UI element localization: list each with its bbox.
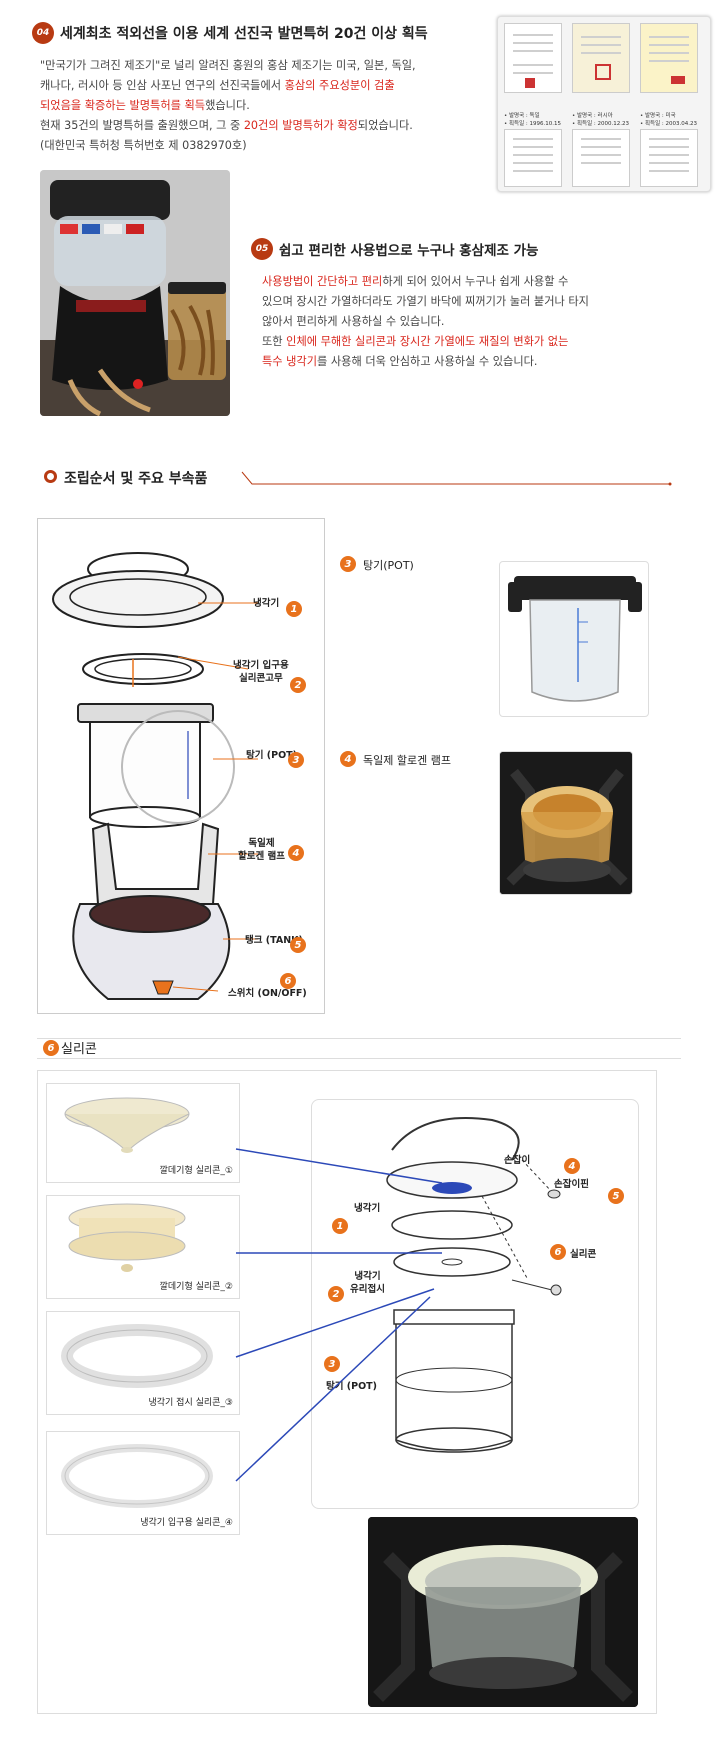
body-text: 있으며 장시간 가열하더라도 가열기 바닥에 찌꺼기가 눌러 붙거나 타지 <box>262 295 589 308</box>
paragraph-line: 있으며 장시간 가열하더라도 가열기 바닥에 찌꺼기가 눌러 붙거나 타지 <box>262 292 589 312</box>
certificate-1 <box>504 23 562 93</box>
pot-photo <box>499 561 649 717</box>
body-text: 하게 되어 있어서 누구나 쉽게 사용할 수 <box>382 275 569 288</box>
highlight-text: 사용방법이 간단하고 편리 <box>262 275 383 288</box>
pot-num: 3 <box>340 556 356 572</box>
exploded-num-5: 5 <box>608 1188 624 1204</box>
lamp-num: 4 <box>340 751 356 767</box>
highlight-text: 홍삼의 주요성분이 검출 <box>284 79 395 92</box>
highlight-text: 되었음을 확증하는 발명특허를 획득 <box>40 99 206 112</box>
certificate-4 <box>504 129 562 187</box>
silicone-title: 실리콘 <box>61 1042 97 1057</box>
halogen-lamp-photo <box>499 751 633 895</box>
diagram-label-5: 탱크 (TANK) <box>245 935 303 946</box>
diagram-num-2: 2 <box>290 677 306 693</box>
connector-lines <box>235 1148 443 1482</box>
highlight-text: 특수 냉각기 <box>262 355 318 368</box>
silicone-exploded-diagram: 손잡이 4 손잡이핀 5 냉각기 1 6 실리콘 냉각기 유리접시 2 3 탕기… <box>311 1099 639 1509</box>
certificate-5 <box>572 129 630 187</box>
cert-caption: • 획득일 : 1996.10.15 <box>504 121 562 127</box>
paragraph-line: 특수 냉각기를 사용해 더욱 안심하고 사용하실 수 있습니다. <box>262 352 537 372</box>
exploded-num-6: 6 <box>550 1244 566 1260</box>
exploded-label-6: 실리콘 <box>570 1249 597 1260</box>
silicone-item-4: 냉각기 입구용 실리콘_④ <box>46 1431 240 1535</box>
exploded-num-3: 3 <box>324 1356 340 1372</box>
body-text: 되었습니다. <box>357 119 413 132</box>
paragraph-line: (대한민국 특허청 특허번호 제 0382970호) <box>40 136 247 156</box>
highlight-text: 20건의 발명특허가 확정 <box>243 119 358 132</box>
paragraph-line: 사용방법이 간단하고 편리하게 되어 있어서 누구나 쉽게 사용할 수 <box>262 272 568 292</box>
silicone-item-3-label: 냉각기 접시 실리콘_③ <box>148 1398 233 1408</box>
exploded-num-4: 4 <box>564 1158 580 1174</box>
assembly-diagram: 냉각기 1 냉각기 입구용 실리콘고무 2 탕기 (POT) 3 독일제 할로겐… <box>37 518 325 1014</box>
body-text: 캐나다, 러시아 등 인삼 사포닌 연구의 선진국들에서 <box>40 79 285 92</box>
diagram-num-3: 3 <box>288 752 304 768</box>
cert-caption: • 발명국 : 미국 <box>640 113 676 119</box>
section-04-heading: 세계최초 적외선을 이용 세계 선진국 발면특허 20건 이상 획득 <box>60 26 428 42</box>
silicone-item-3: 냉각기 접시 실리콘_③ <box>46 1311 240 1415</box>
diagram-num-6: 6 <box>280 973 296 989</box>
exploded-label-2: 냉각기 유리접시 <box>350 1271 385 1295</box>
diagram-num-5: 5 <box>290 937 306 953</box>
pot-label: 탕기(POT) <box>363 559 414 572</box>
exploded-num-1: 1 <box>332 1218 348 1234</box>
body-text: 했습니다. <box>205 99 250 112</box>
exploded-num-2: 2 <box>328 1286 344 1302</box>
body-text: 않아서 편리하게 사용하실 수 있습니다. <box>262 315 445 328</box>
paragraph-line: 캐나다, 러시아 등 인삼 사포닌 연구의 선진국들에서 홍삼의 주요성분이 검… <box>40 76 395 96</box>
exploded-label-5: 손잡이핀 <box>554 1179 589 1190</box>
body-text: "만국기가 그려진 제조기"로 널리 알려진 홍원의 홍삼 제조기는 미국, 일… <box>40 59 416 72</box>
certificate-6 <box>640 129 698 187</box>
paragraph-line: 않아서 편리하게 사용하실 수 있습니다. <box>262 312 444 332</box>
diagram-num-4: 4 <box>288 845 304 861</box>
cert-caption: • 발명국 : 독일 <box>504 113 540 119</box>
exploded-label-3: 탕기 (POT) <box>326 1381 377 1392</box>
cert-caption: • 획득일 : 2000.12.23 <box>572 121 630 127</box>
diagram-label-1: 냉각기 <box>253 598 280 609</box>
body-text: 또한 <box>262 335 287 348</box>
body-text: (대한민국 특허청 특허번호 제 0382970호) <box>40 139 247 152</box>
section-04-badge: 04 <box>32 22 54 44</box>
silicone-panel: 깔데기형 실리콘_① 깔데기형 실리콘_② 냉각기 접시 실리콘_③ 냉각기 입… <box>37 1070 657 1714</box>
certificate-2 <box>572 23 630 93</box>
silicone-installed-photo: ⌕ <box>368 1517 638 1707</box>
assembly-title: 조립순서 및 주요 부속품 <box>64 471 208 487</box>
paragraph-line: 되었음을 확증하는 발명특허를 획득했습니다. <box>40 96 250 116</box>
highlight-text: 인체에 무해한 실리콘과 장시간 가열에도 재질의 변화가 없는 <box>286 335 569 348</box>
exploded-label-4: 손잡이 <box>504 1155 531 1166</box>
paragraph-line: "만국기가 그려진 제조기"로 널리 알려진 홍원의 홍삼 제조기는 미국, 일… <box>40 56 416 76</box>
silicone-item-1: 깔데기형 실리콘_① <box>46 1083 240 1183</box>
diagram-label-3: 탕기 (POT) <box>246 750 297 761</box>
diagram-label-4: 독일제 할로겐 램프 <box>238 838 286 862</box>
body-text: 현재 35건의 발명특허를 출원했으며, 그 중 <box>40 119 244 132</box>
section-05-heading: 쉽고 편리한 사용법으로 누구나 홍삼제조 가능 <box>279 243 539 259</box>
patent-certificates-image: • 발명국 : 독일 • 획득일 : 1996.10.15 • 발명국 : 러시… <box>497 16 711 192</box>
diagram-num-1: 1 <box>286 601 302 617</box>
cert-caption: • 획득일 : 2003.04.23 <box>640 121 698 127</box>
silicone-num: 6 <box>43 1040 59 1056</box>
lamp-label: 독일제 할로겐 램프 <box>363 754 451 767</box>
cert-caption: • 발명국 : 러시아 <box>572 113 613 119</box>
paragraph-line: 현재 35건의 발명특허를 출원했으며, 그 중 20건의 발명특허가 확정되었… <box>40 116 413 136</box>
red-ginseng-maker-photo <box>40 170 230 416</box>
paragraph-line: 또한 인체에 무해한 실리콘과 장시간 가열에도 재질의 변화가 없는 <box>262 332 568 352</box>
silicone-item-1-label: 깔데기형 실리콘_① <box>159 1166 233 1176</box>
certificate-3 <box>640 23 698 93</box>
title-underline <box>241 471 672 486</box>
diagram-label-2: 냉각기 입구용 실리콘고무 <box>233 660 289 684</box>
silicone-item-4-label: 냉각기 입구용 실리콘_④ <box>140 1518 233 1528</box>
section-bullet-icon <box>44 470 57 483</box>
silicone-item-2: 깔데기형 실리콘_② <box>46 1195 240 1299</box>
exploded-label-1: 냉각기 <box>354 1203 381 1214</box>
section-05-badge: 05 <box>251 238 273 260</box>
silicone-item-2-label: 깔데기형 실리콘_② <box>159 1282 233 1292</box>
body-text: 를 사용해 더욱 안심하고 사용하실 수 있습니다. <box>317 355 538 368</box>
diagram-label-6: 스위치 (ON/OFF) <box>228 988 307 999</box>
